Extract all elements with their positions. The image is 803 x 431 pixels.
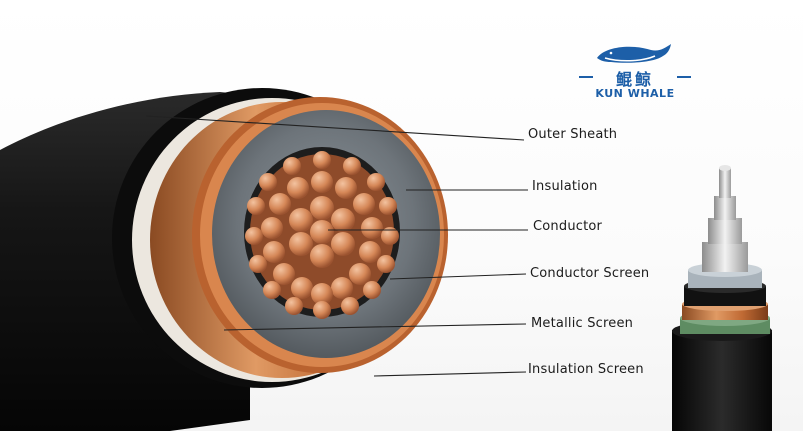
logo-divider-right: [677, 76, 691, 78]
small-cable: [672, 165, 772, 431]
label-insulation: Insulation: [532, 179, 598, 194]
label-metallic-screen: Metallic Screen: [531, 316, 634, 331]
label-insulation-screen: Insulation Screen: [528, 362, 644, 377]
brand-logo: 鲲鲸 KUN WHALE: [575, 40, 695, 104]
label-conductor: Conductor: [533, 219, 603, 234]
whale-icon: [597, 44, 671, 63]
leader-lines: [145, 115, 528, 377]
label-conductor-screen: Conductor Screen: [530, 266, 650, 281]
label-outer-sheath: Outer Sheath: [528, 127, 618, 142]
conductor-strands: [245, 151, 399, 319]
brand-name-en: KUN WHALE: [595, 87, 675, 100]
brand-name-cn: 鲲鲸: [615, 70, 654, 89]
logo-divider-left: [579, 76, 593, 78]
